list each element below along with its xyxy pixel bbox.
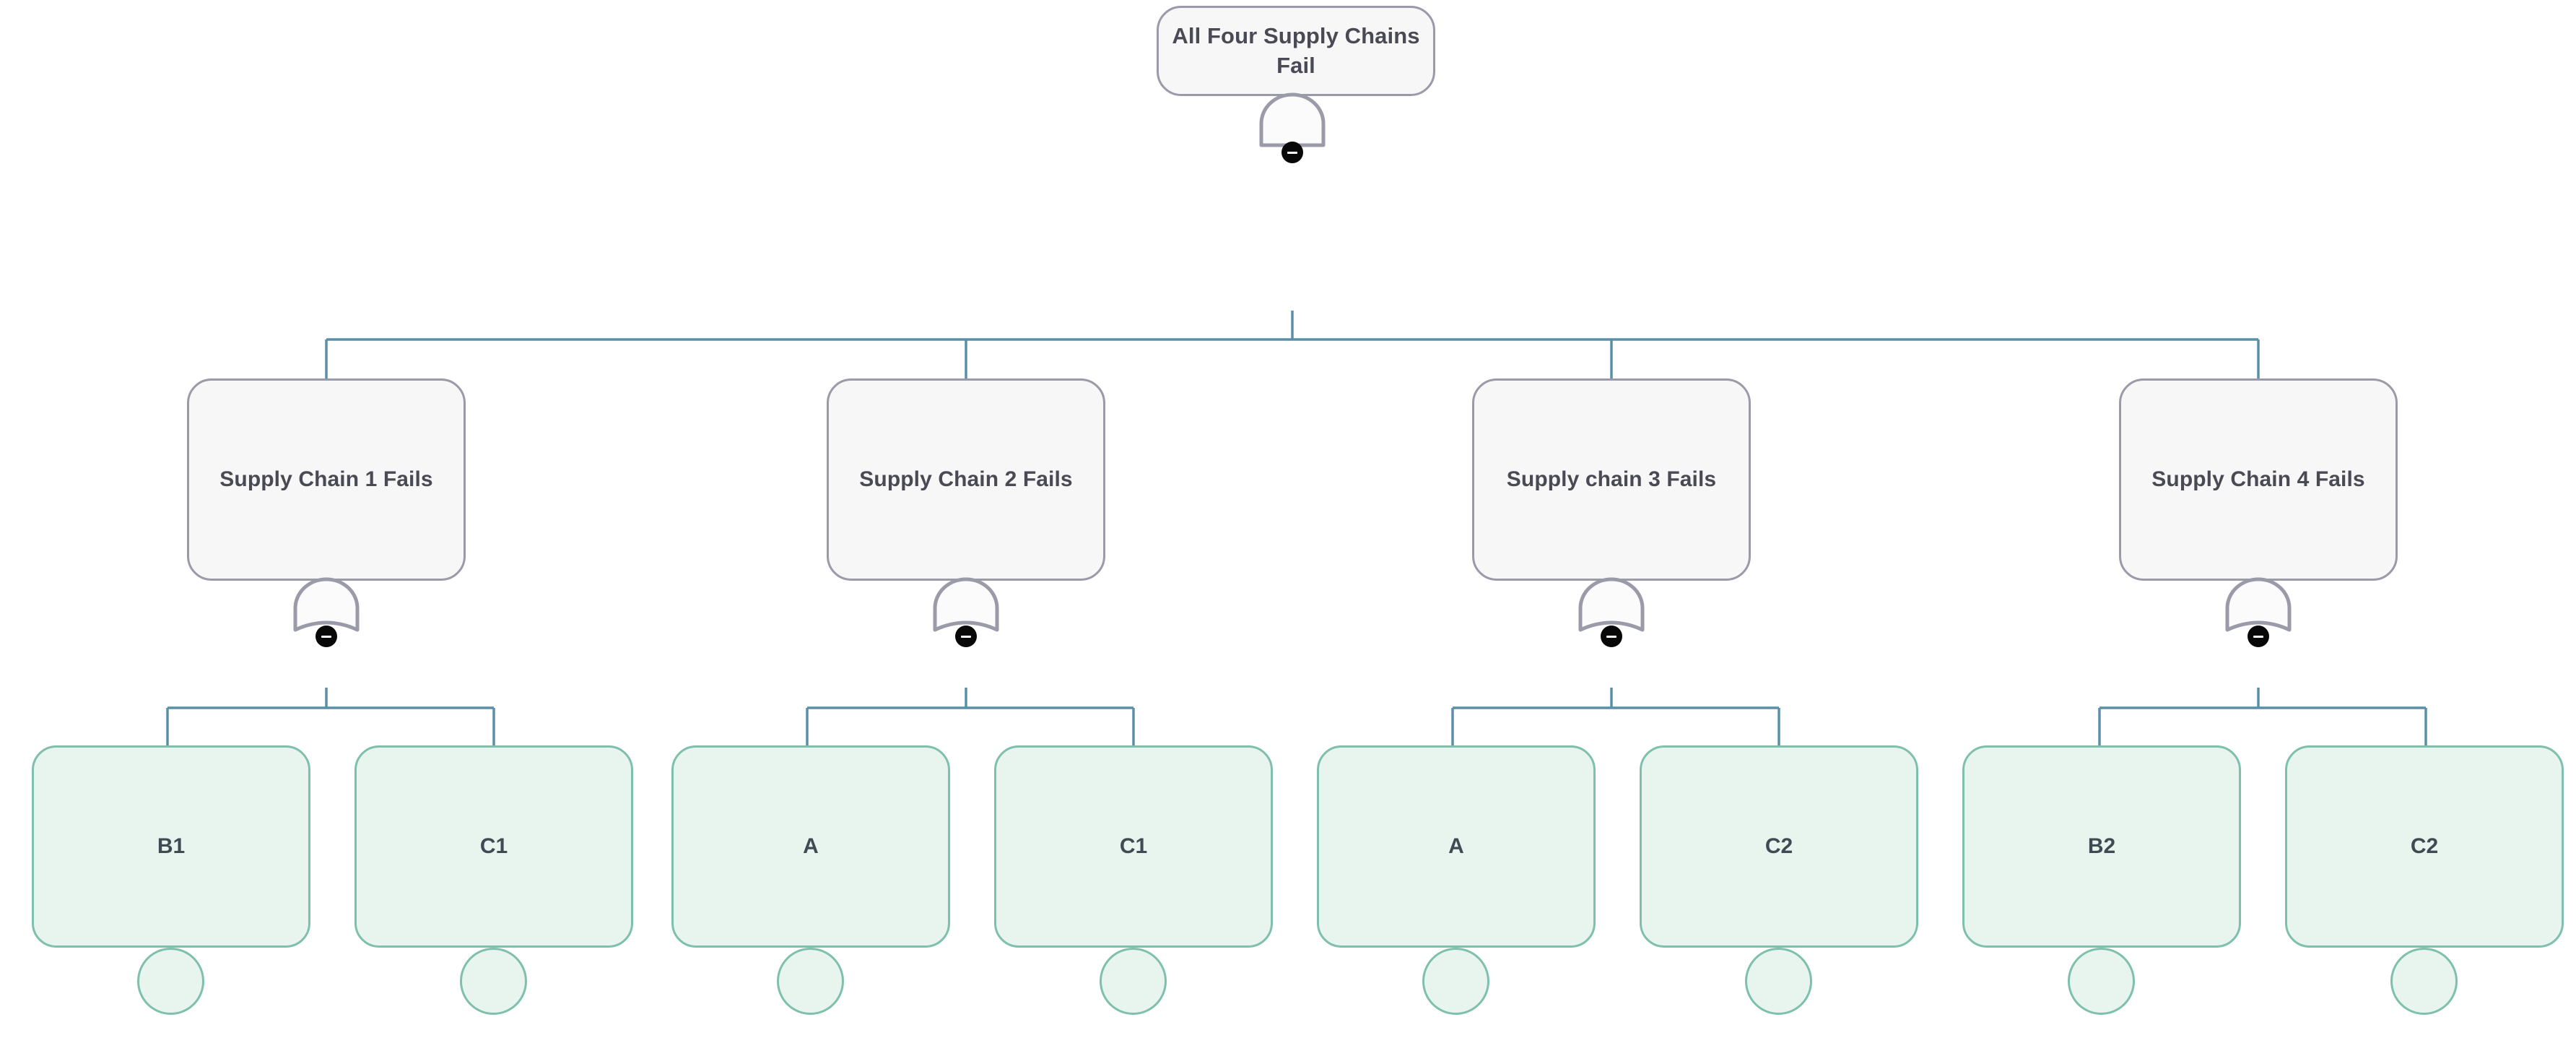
intermediate-event-node-1[interactable]: Supply Chain 1 Fails — [187, 378, 466, 581]
basic-event-circle-a-1 — [777, 948, 844, 1015]
and-gate-icon — [1254, 92, 1331, 147]
basic-event-node-b2[interactable]: B2 — [1962, 745, 2241, 948]
or-gate-icon-3 — [1573, 577, 1650, 634]
minus-icon — [1287, 151, 1297, 154]
basic-event-node-b1[interactable]: B1 — [32, 745, 310, 948]
basic-event-circle-c1-b — [1100, 948, 1167, 1015]
intermediate-event-node-3[interactable]: Supply chain 3 Fails — [1472, 378, 1751, 581]
basic-event-node-c2-a[interactable]: C2 — [1640, 745, 1918, 948]
minus-icon — [2253, 635, 2263, 638]
basic-event-node-c1-b[interactable]: C1 — [994, 745, 1273, 948]
minus-icon — [321, 635, 331, 638]
collapse-button-top[interactable] — [1282, 142, 1303, 163]
collapse-button-3[interactable] — [1601, 626, 1622, 647]
basic-event-circle-c2-a — [1745, 948, 1812, 1015]
basic-event-node-a-2[interactable]: A — [1317, 745, 1596, 948]
collapse-button-2[interactable] — [955, 626, 977, 647]
collapse-button-4[interactable] — [2248, 626, 2269, 647]
basic-event-circle-a-2 — [1422, 948, 1489, 1015]
basic-event-node-a-1[interactable]: A — [671, 745, 950, 948]
basic-event-circle-b1 — [137, 948, 204, 1015]
or-gate-icon-1 — [288, 577, 365, 634]
intermediate-event-node-4[interactable]: Supply Chain 4 Fails — [2119, 378, 2398, 581]
basic-event-circle-c2-b — [2390, 948, 2458, 1015]
basic-event-node-c1-a[interactable]: C1 — [354, 745, 633, 948]
basic-event-circle-c1-a — [460, 948, 527, 1015]
basic-event-node-c2-b[interactable]: C2 — [2285, 745, 2564, 948]
collapse-button-1[interactable] — [316, 626, 337, 647]
or-gate-icon-4 — [2220, 577, 2297, 634]
top-event-node[interactable]: All Four Supply Chains Fail — [1157, 6, 1435, 96]
intermediate-event-node-2[interactable]: Supply Chain 2 Fails — [827, 378, 1105, 581]
minus-icon — [961, 635, 971, 638]
basic-event-circle-b2 — [2068, 948, 2135, 1015]
or-gate-icon-2 — [928, 577, 1004, 634]
minus-icon — [1606, 635, 1616, 638]
